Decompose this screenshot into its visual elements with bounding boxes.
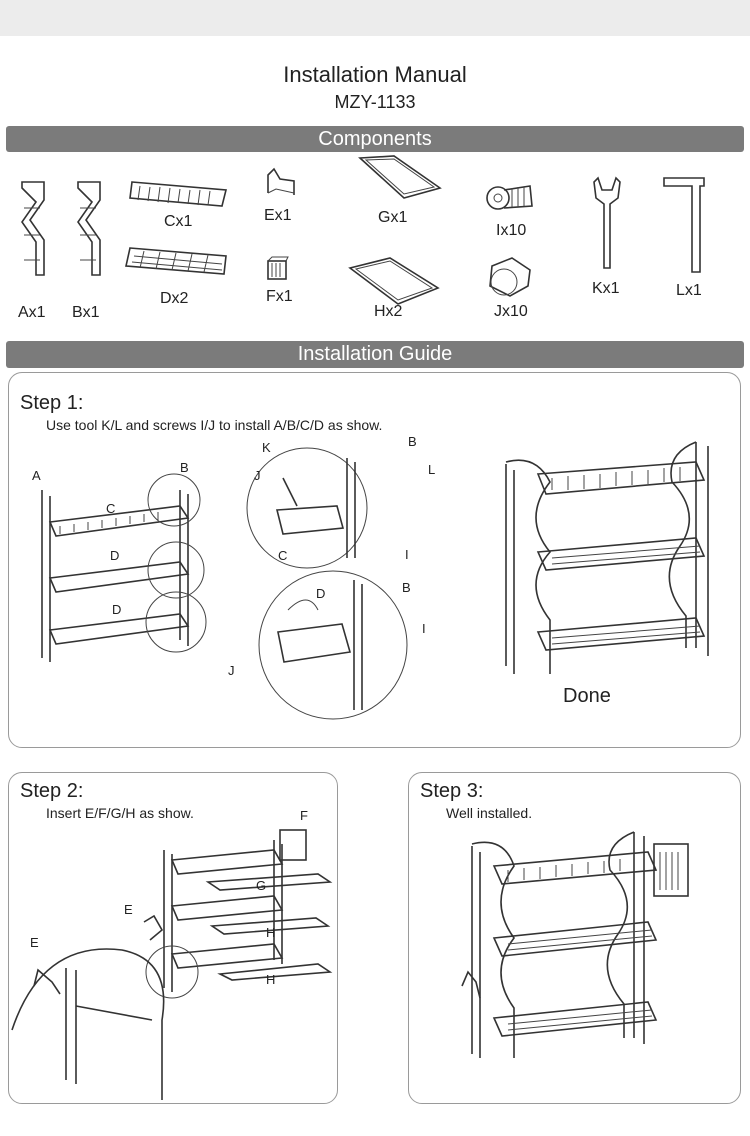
callout-b-detail-2: B — [402, 580, 411, 595]
component-e-icon — [267, 167, 295, 195]
callout-d-left-2: D — [112, 602, 122, 617]
top-bar — [0, 0, 750, 36]
callout-k: K — [262, 440, 271, 455]
callout-i-bottom: I — [422, 621, 426, 636]
callout-e-detail: E — [30, 935, 39, 950]
step1-detail-circle-bottom — [258, 570, 408, 720]
component-g-icon — [358, 155, 442, 199]
step2-assembly-drawing — [11, 829, 333, 1100]
label-c: Cx1 — [164, 213, 193, 230]
label-l: Lx1 — [676, 282, 702, 299]
step3-title: Step 3: — [420, 780, 484, 802]
component-d-icon — [125, 247, 227, 275]
step3-description: Well installed. — [446, 805, 533, 821]
callout-g: G — [256, 878, 267, 893]
label-k: Kx1 — [592, 280, 620, 297]
callout-c-left: C — [106, 501, 116, 516]
step1-assembly-drawing — [41, 473, 207, 662]
callout-d-left-1: D — [110, 548, 120, 563]
component-j-icon — [489, 257, 531, 297]
step1-panel — [8, 372, 741, 748]
label-a: Ax1 — [18, 304, 46, 321]
component-i-icon — [486, 185, 533, 210]
callout-h-1: H — [266, 925, 276, 940]
component-a-icon — [21, 181, 45, 276]
callout-j-top: J — [254, 468, 261, 483]
step1-done-drawing — [505, 441, 709, 674]
label-d: Dx2 — [160, 290, 189, 307]
components-header: Components — [6, 126, 744, 152]
callout-j-bottom: J — [228, 663, 235, 678]
label-e: Ex1 — [264, 207, 292, 224]
callout-b-detail: B — [408, 434, 417, 449]
label-h: Hx2 — [374, 303, 403, 320]
callout-d-detail: D — [316, 586, 326, 601]
callout-h-2: H — [266, 972, 276, 987]
step2-description: Insert E/F/G/H as show. — [46, 805, 194, 821]
step3-final-drawing — [461, 831, 689, 1058]
done-label: Done — [563, 685, 611, 707]
component-k-icon — [593, 176, 621, 269]
label-i: Ix10 — [496, 222, 527, 239]
component-b-icon — [77, 181, 101, 276]
component-l-icon — [663, 177, 705, 273]
step2-panel — [8, 772, 338, 1104]
page-title: Installation Manual — [283, 62, 467, 87]
step1-description: Use tool K/L and screws I/J to install A… — [46, 417, 383, 433]
component-h-icon — [348, 257, 440, 305]
callout-a: A — [32, 468, 41, 483]
label-j: Jx10 — [494, 303, 528, 320]
label-b: Bx1 — [72, 304, 100, 321]
label-f: Fx1 — [266, 288, 293, 305]
step2-title: Step 2: — [20, 780, 84, 802]
step1-title: Step 1: — [20, 392, 84, 414]
callout-i-top: I — [405, 547, 409, 562]
callout-e-main: E — [124, 902, 133, 917]
model-number: MZY-1133 — [334, 92, 416, 112]
component-c-icon — [129, 181, 228, 207]
callout-c-detail: C — [278, 548, 288, 563]
component-f-icon — [267, 256, 289, 280]
callout-l: L — [428, 462, 436, 477]
installation-guide-header: Installation Guide — [6, 341, 744, 368]
step1-detail-circle-top — [246, 447, 368, 569]
callout-f: F — [300, 808, 308, 823]
label-g: Gx1 — [378, 209, 408, 226]
callout-b-left: B — [180, 460, 189, 475]
